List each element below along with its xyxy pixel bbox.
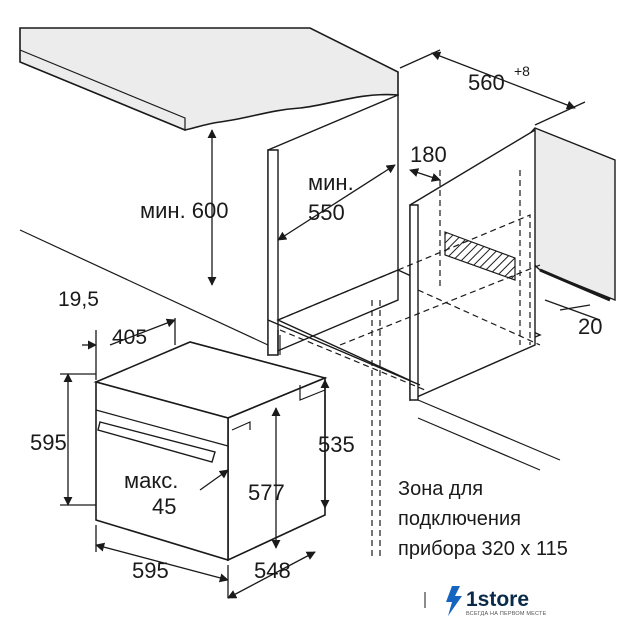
lightning-icon: [446, 586, 462, 616]
dim-vent-depth: 180: [410, 142, 447, 167]
dim-min-depth-top: мин.: [308, 170, 354, 195]
dim-oven-width: 595: [132, 558, 169, 583]
connection-zone: [444, 231, 516, 281]
note-line-1: Зона для: [398, 478, 483, 500]
dim-width-tolerance: 560: [468, 70, 505, 95]
dim-oven-height: 595: [30, 430, 67, 455]
dim-front-offset: 19,5: [58, 288, 99, 311]
connection-note: Зона для подключения прибора 320 x 115: [398, 478, 568, 560]
brand-tagline: ВСЕГДА НА ПЕРВОМ МЕСТЕ: [466, 611, 547, 617]
dimension-lines: [60, 49, 601, 599]
dim-min-height: мин. 600: [140, 198, 229, 223]
oven: [93, 341, 328, 562]
dim-niche-height: 535: [318, 432, 355, 457]
dim-width-tolerance-sup: +8: [514, 63, 530, 79]
hidden-edges: [277, 170, 541, 560]
cabinet-frame: [267, 93, 542, 402]
note-line-2: подключения: [398, 508, 521, 530]
dim-max-value: 45: [152, 494, 176, 519]
dim-min-depth-bottom: 550: [308, 200, 345, 225]
countertop: [19, 27, 399, 131]
floor-lines: [19, 229, 561, 471]
dim-oven-depth: 548: [254, 558, 291, 583]
dim-inner-height: 577: [248, 480, 285, 505]
dim-max-label: макс.: [124, 468, 178, 493]
brand-logo: 1store ВСЕГДА НА ПЕРВОМ МЕСТЕ: [424, 586, 547, 617]
dim-rear-gap: 20: [578, 314, 602, 339]
dim-door-depth: 405: [112, 326, 147, 349]
note-line-3: прибора 320 x 115: [398, 538, 568, 560]
brand-name: 1store: [466, 588, 529, 611]
